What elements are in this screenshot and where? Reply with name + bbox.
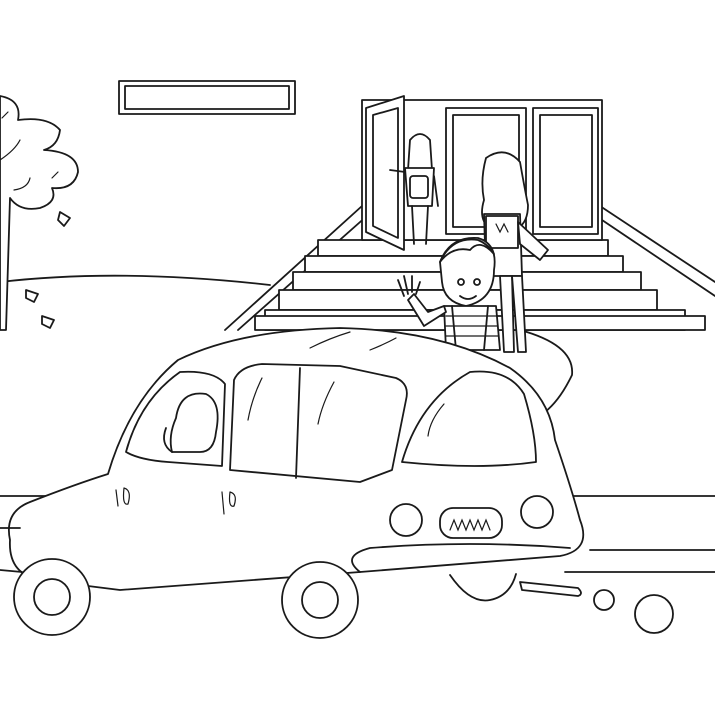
school-doors <box>362 96 602 250</box>
car-wheel-rear <box>450 574 516 600</box>
open-door <box>366 96 404 250</box>
minivan <box>0 328 583 638</box>
waving-boy <box>398 238 500 350</box>
girl-walking-upstairs <box>482 152 548 352</box>
tree <box>0 96 78 330</box>
falling-leaf <box>58 212 70 226</box>
car-side-windows <box>230 364 407 482</box>
child-entering-school <box>390 134 438 244</box>
car-wheel-front-right <box>282 562 358 638</box>
school-sign <box>119 81 295 114</box>
car-headlight-left <box>390 504 422 536</box>
exhaust-puffs <box>520 582 673 633</box>
driver-silhouette <box>164 394 218 453</box>
car-windshield <box>402 371 536 466</box>
falling-leaf <box>42 316 54 328</box>
car-grille <box>440 508 502 538</box>
car-wheel-front-left <box>14 559 90 635</box>
falling-leaf <box>26 290 38 302</box>
car-headlight-right <box>521 496 553 528</box>
